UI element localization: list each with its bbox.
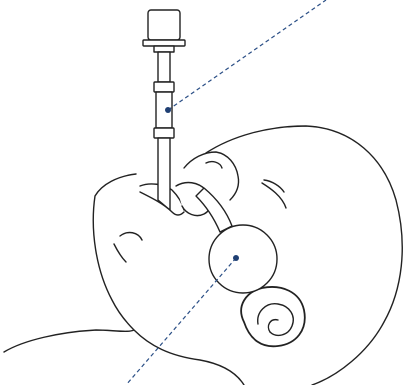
barrel-collar-bottom — [153, 127, 175, 139]
syringe-barrel-dot — [165, 107, 171, 113]
head-outline — [3, 125, 403, 385]
ear-lobe — [267, 318, 279, 333]
eye — [261, 182, 287, 209]
plunger-rod — [157, 51, 171, 83]
bulb-leader — [125, 257, 237, 385]
nose-bridge — [183, 151, 240, 201]
cheek-crease — [119, 231, 143, 241]
chin-crease — [113, 243, 127, 263]
callouts — [125, 0, 327, 385]
eyelid — [263, 179, 285, 193]
barrel-collar-top — [153, 81, 175, 93]
feeding-bulb — [195, 187, 278, 294]
syringe-tip — [157, 137, 171, 211]
ear-outer — [240, 286, 306, 348]
nostril — [205, 160, 223, 169]
bulb-neck — [195, 187, 233, 233]
bulb-dot — [233, 255, 239, 261]
plunger-cap — [147, 9, 181, 41]
infant-head — [3, 125, 403, 385]
plunger-flange — [142, 39, 186, 47]
mouth-lower-lip — [139, 191, 185, 216]
plunger-neck — [153, 45, 175, 53]
ear-inner — [257, 303, 294, 337]
bulb-ball — [208, 224, 278, 294]
syringe-barrel-leader — [167, 0, 327, 111]
feeding-syringe — [142, 9, 186, 211]
